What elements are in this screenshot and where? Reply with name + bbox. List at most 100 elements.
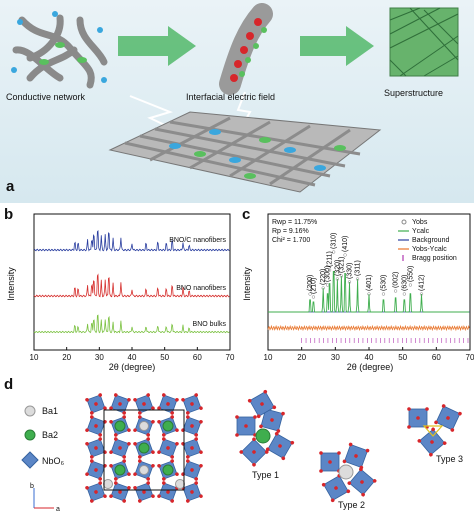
oxygen-atom (122, 459, 126, 463)
nbo6-octahedron (181, 415, 203, 437)
ba2-atom (138, 442, 150, 454)
nbo6-octahedron (133, 481, 155, 503)
oxygen-atom (186, 455, 190, 459)
oxygen-atom (170, 455, 174, 459)
oxygen-atom (157, 494, 161, 498)
oxygen-atom (175, 442, 179, 446)
oxygen-atom (90, 459, 94, 463)
x-tick-label-b: 10 (30, 353, 39, 362)
oxygen-atom (151, 406, 155, 410)
oxygen-atom (98, 393, 102, 397)
oxygen-atom (441, 404, 446, 408)
legend-background: Background (412, 237, 449, 244)
x-tick-label-b: 70 (226, 353, 235, 362)
oxygen-atom (90, 455, 94, 459)
oxygen-atom (90, 499, 94, 503)
oxygen-atom (157, 450, 161, 454)
legend-swatch-yobs (401, 219, 407, 225)
oxygen-atom (122, 499, 126, 503)
oxygen-atom (151, 450, 155, 454)
oxygen-atom (319, 451, 323, 455)
peak-label: (412) (419, 275, 426, 291)
yobs-point (367, 292, 371, 296)
peak-label: (311) (355, 260, 362, 276)
triangle-outline (422, 425, 444, 437)
oxygen-atom (118, 402, 122, 406)
peak-labels: (200)(210)(220)(300)(211)(310)(320)(321)… (307, 233, 425, 294)
stat-chi: Chi² = 1.700 (272, 237, 310, 244)
oxygen-atom (278, 444, 282, 448)
fiber-mat-icon (108, 111, 382, 193)
oxygen-atom (330, 498, 335, 503)
oxygen-atom (103, 494, 107, 498)
arrow-right-icon (118, 26, 196, 66)
oxygen-atom (430, 440, 434, 444)
oxygen-atom (85, 472, 89, 476)
axis-a-label: a (56, 506, 60, 513)
oxygen-atom (127, 486, 131, 490)
ba2-atom (162, 464, 174, 476)
label-superstructure: Superstructure (384, 88, 444, 98)
label-interfacial-field: Interfacial electric field (186, 92, 276, 102)
oxygen-atom (360, 480, 364, 484)
yobs-point (339, 274, 344, 278)
oxygen-atom (146, 433, 150, 437)
oxygen-atom (252, 437, 256, 442)
ion-markers (11, 11, 107, 83)
legend-yobs: Yobs (412, 219, 428, 226)
nbo6-octahedron (239, 437, 269, 467)
peak-label: (210) (310, 278, 317, 294)
oxygen-atom (90, 415, 94, 419)
oxygen-atom (186, 499, 190, 503)
oxygen-atom (118, 490, 122, 494)
oxygen-atom (142, 490, 146, 494)
oxygen-atom (431, 427, 435, 432)
oxygen-atom (114, 477, 118, 481)
yobs-point (419, 292, 424, 296)
nbo6-octahedron (133, 415, 155, 437)
nbo6-octahedron (347, 467, 377, 497)
oxygen-atom (133, 472, 137, 476)
nbo6-octahedron (157, 481, 179, 503)
nbo6-octahedron (319, 451, 341, 473)
ba1-sphere-icon (24, 405, 36, 417)
oxygen-atom (94, 424, 98, 428)
oxygen-atom (361, 492, 365, 497)
oxygen-atom (151, 464, 155, 468)
ba2-atom (114, 420, 126, 432)
xrd-series-line (33, 314, 230, 334)
oxygen-atom (199, 450, 203, 454)
oxygen-atom (118, 446, 122, 450)
y-axis-label-c: Intensity (242, 267, 252, 301)
y-axis-label-b: Intensity (6, 267, 16, 301)
oxygen-atom (264, 450, 269, 454)
oxygen-atom (85, 442, 89, 446)
yobs-point (355, 277, 360, 281)
oxygen-atom (133, 486, 137, 490)
yobs-point (308, 292, 312, 296)
oxygen-atom (157, 406, 161, 410)
x-tick-label-c: 50 (398, 353, 407, 362)
oxygen-atom (359, 467, 363, 472)
oxygen-atom (138, 411, 142, 415)
oxygen-atom (253, 415, 257, 419)
series-label-bno-bulks: BNO bulks (193, 321, 227, 328)
legend-bragg: Bragg position (412, 255, 457, 262)
oxygen-atom (94, 446, 98, 450)
interfacial-field-icon (219, 3, 273, 95)
refinement-lines (267, 250, 470, 332)
oxygen-atom (354, 454, 358, 458)
type2-cluster (319, 442, 377, 503)
oxygen-atom (166, 446, 170, 450)
label-conductive-network: Conductive network (6, 92, 86, 102)
yobs-point (327, 268, 332, 272)
oxygen-atom (146, 477, 150, 481)
peak-label: (321) (338, 257, 345, 273)
oxygen-atom (170, 415, 174, 419)
oxygen-atom (194, 437, 198, 441)
panel-a-illustration (11, 3, 459, 193)
oxygen-atom (194, 477, 198, 481)
oxygen-atom (109, 494, 113, 498)
axis-b-label: b (30, 483, 34, 490)
